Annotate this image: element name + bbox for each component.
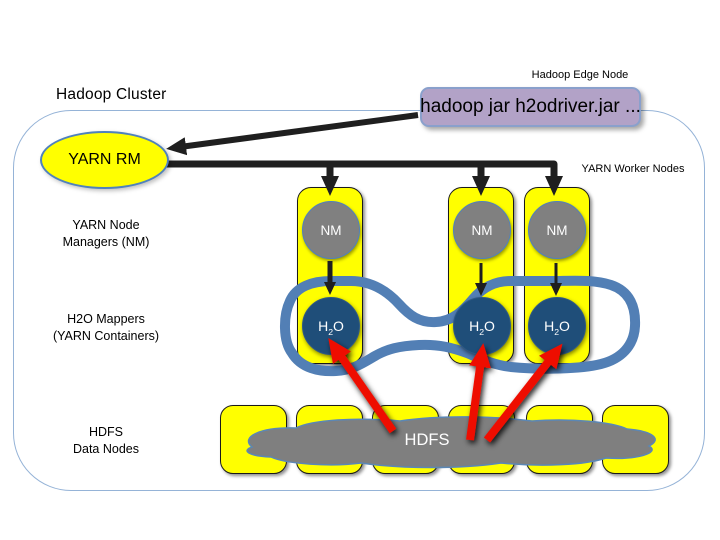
- hdfs-row-label: HDFS Data Nodes: [30, 424, 182, 457]
- node-managers-row-label: YARN Node Managers (NM): [30, 217, 182, 250]
- data-node-box: [526, 405, 593, 474]
- nm-circle: NM: [302, 201, 360, 259]
- edge-node-command-box: hadoop jar h2odriver.jar ...: [420, 87, 641, 127]
- data-node-box: [220, 405, 287, 474]
- hdfs-cloud-label: HDFS: [404, 431, 450, 449]
- nm-circle-label: NM: [320, 222, 342, 238]
- h2o-circle-label: H2O: [318, 318, 344, 337]
- nm-circle: NM: [528, 201, 586, 259]
- edge-node-command: hadoop jar h2odriver.jar ...: [420, 96, 641, 117]
- worker-nodes-label: YARN Worker Nodes: [581, 163, 685, 175]
- cluster-title: Hadoop Cluster: [56, 86, 167, 103]
- hdfs-label-line2: Data Nodes: [72, 441, 139, 456]
- h2o-circle-label: H2O: [544, 318, 570, 337]
- nm-circle-label: NM: [546, 222, 568, 238]
- yarn-rm-label: YARN RM: [68, 151, 141, 168]
- h2o-circle: H2O: [528, 297, 586, 355]
- h2o-mappers-label-line1: H2O Mappers: [67, 312, 145, 326]
- node-managers-label-line1: YARN Node: [72, 218, 140, 232]
- h2o-circle-label: H2O: [469, 318, 495, 337]
- hdfs-label-line1: HDFS: [88, 425, 124, 439]
- h2o-circle: H2O: [302, 297, 360, 355]
- nm-circle: NM: [453, 201, 511, 259]
- h2o-mappers-row-label: H2O Mappers (YARN Containers): [30, 311, 182, 344]
- data-node-box: [602, 405, 669, 474]
- nm-circle-label: NM: [471, 222, 493, 238]
- node-managers-label-line2: Managers (NM): [62, 234, 150, 249]
- h2o-circle: H2O: [453, 297, 511, 355]
- data-node-box: [296, 405, 363, 474]
- yarn-rm-ellipse: YARN RM: [40, 131, 169, 189]
- h2o-mappers-label-line2: (YARN Containers): [52, 328, 160, 343]
- edge-node-label: Hadoop Edge Node: [531, 69, 629, 81]
